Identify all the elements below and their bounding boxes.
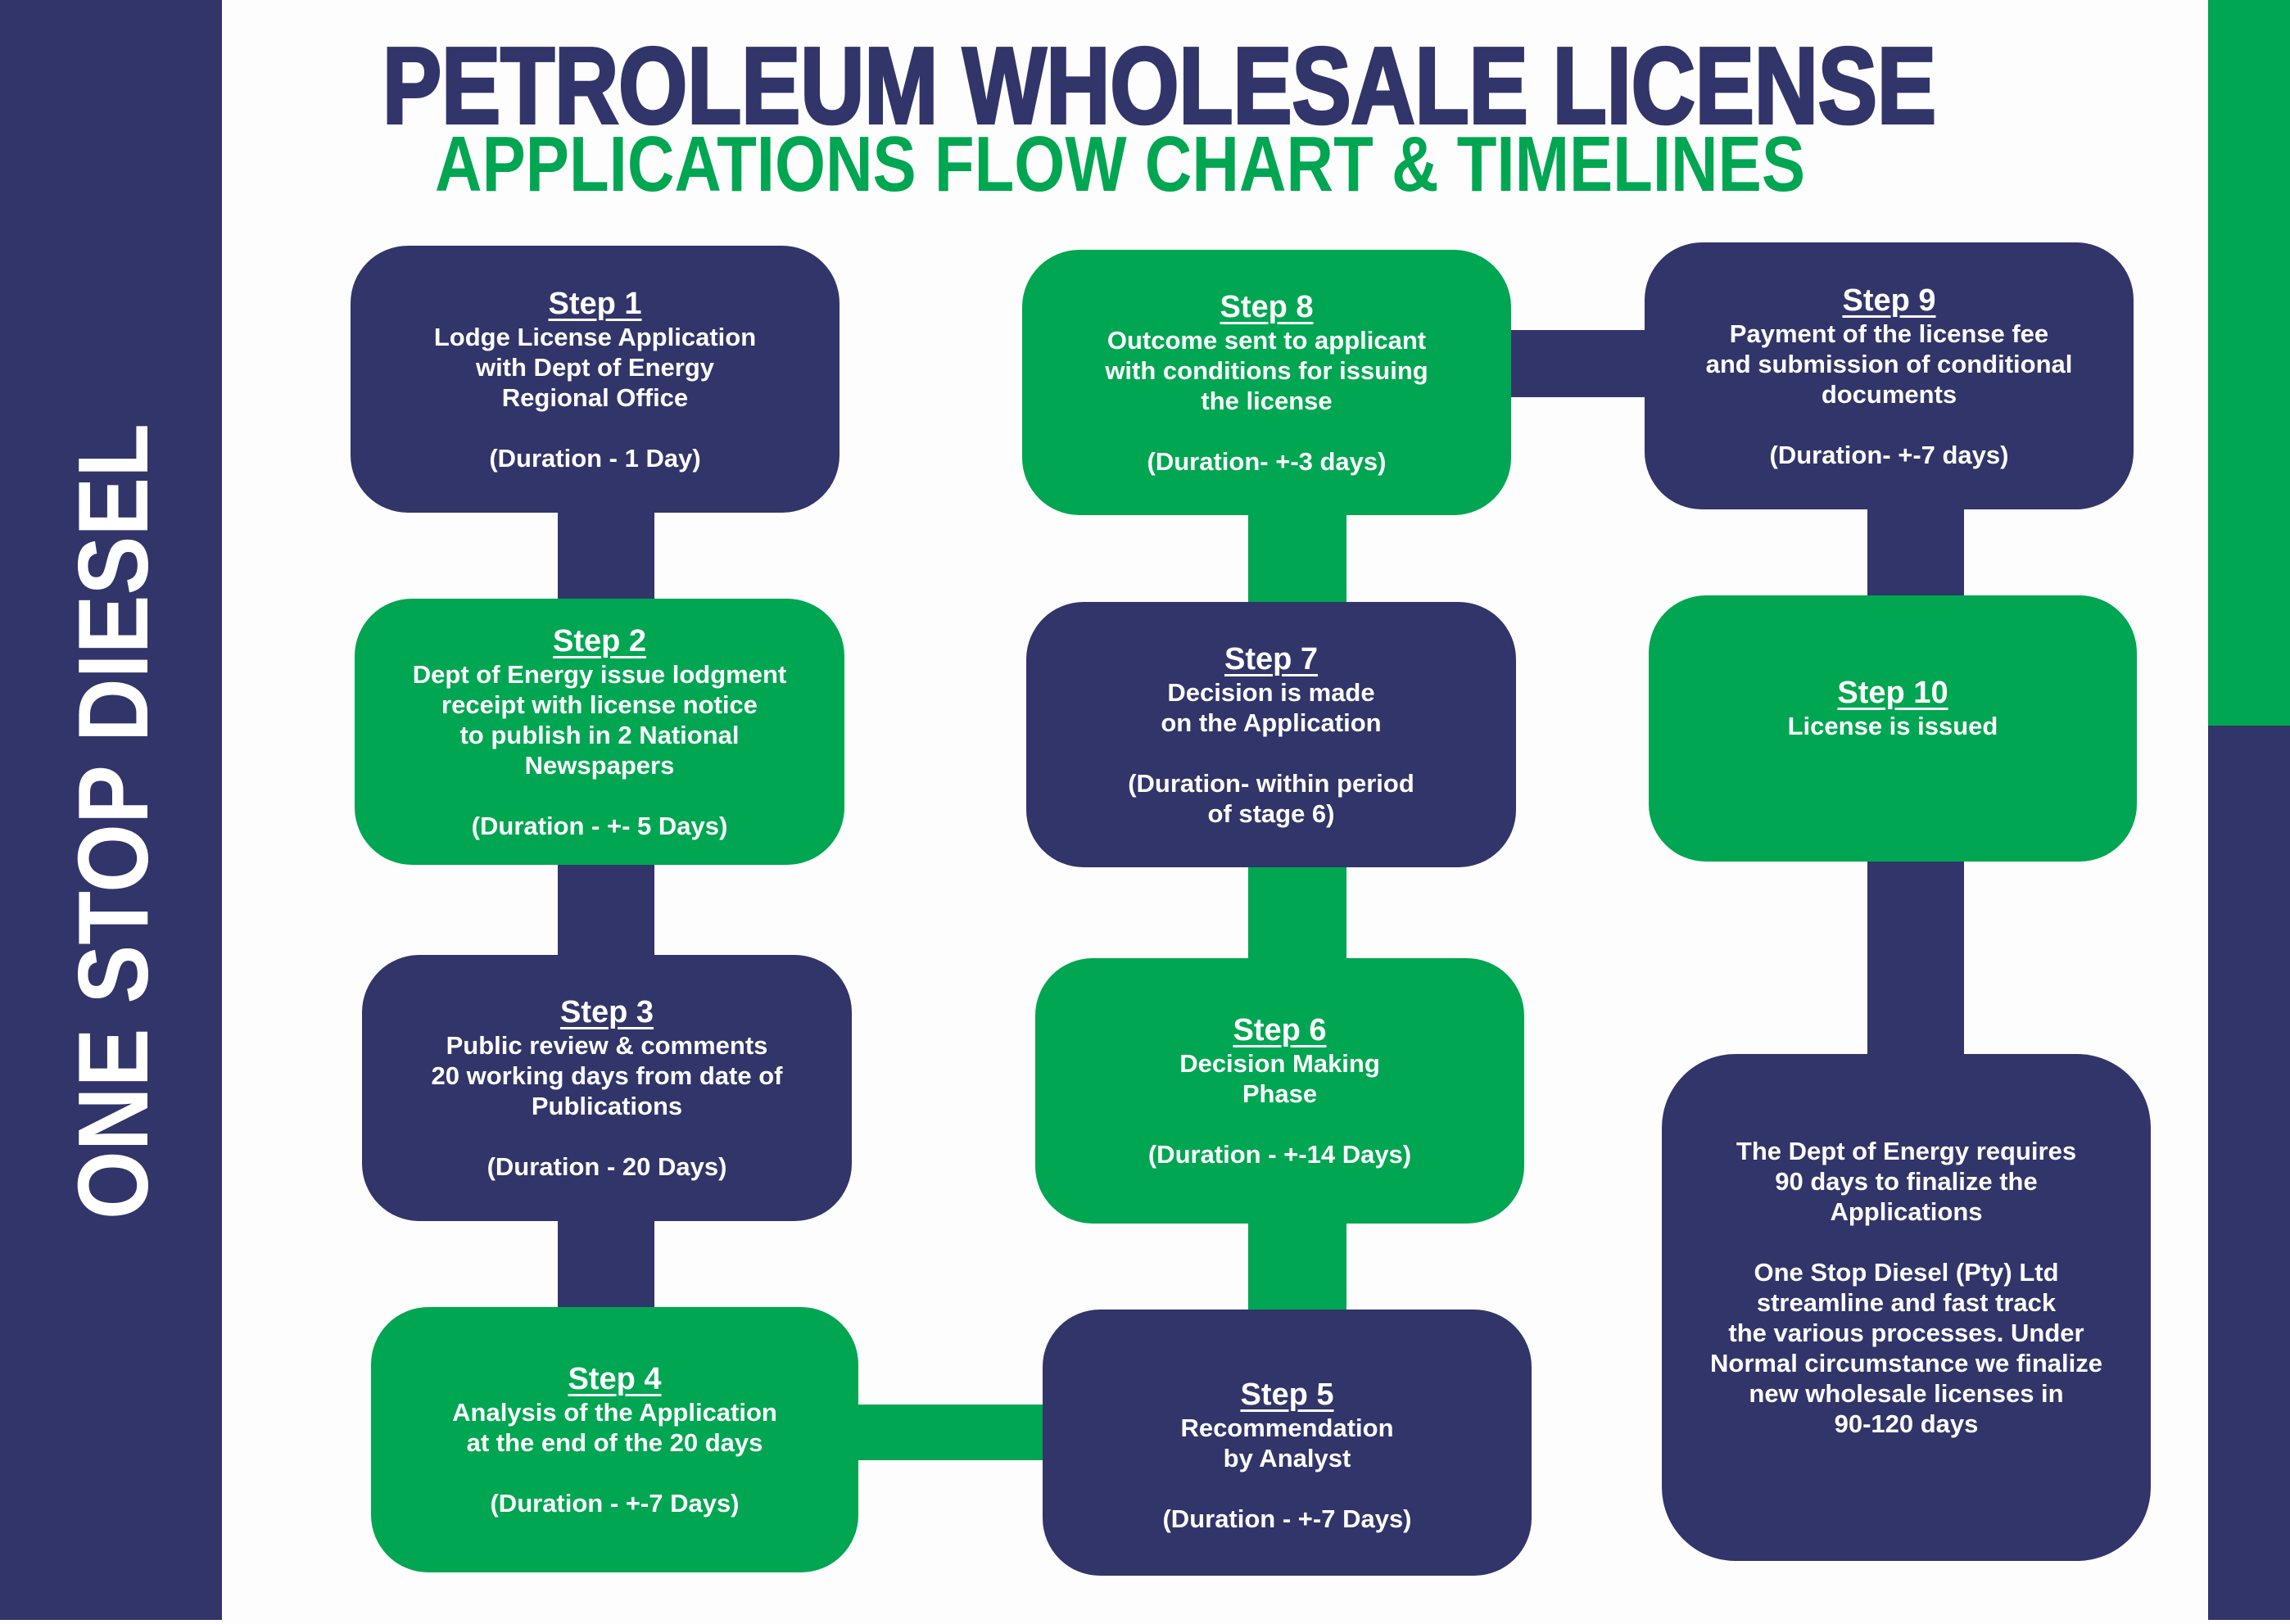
step-title: Step 8 bbox=[1220, 289, 1314, 324]
step-4-box: Step 4 Analysis of the Application at th… bbox=[371, 1307, 858, 1572]
step-title: Step 10 bbox=[1837, 676, 1948, 710]
step-duration: (Duration - 1 Day) bbox=[489, 443, 701, 473]
step-duration: (Duration - +- 5 Days) bbox=[471, 811, 728, 840]
left-sidebar: ONE STOP DIESEL bbox=[0, 0, 222, 1620]
connector-5-6 bbox=[1248, 1204, 1346, 1327]
step-duration: (Duration- within period of stage 6) bbox=[1128, 768, 1414, 828]
step-title: Step 4 bbox=[568, 1362, 662, 1396]
step-description: Decision is made on the Application bbox=[1161, 677, 1382, 737]
connector-6-7 bbox=[1248, 852, 1346, 975]
step-title: Step 9 bbox=[1842, 283, 1936, 318]
brand-vertical-text: ONE STOP DIESEL bbox=[57, 423, 169, 1219]
step-title: Step 6 bbox=[1233, 1013, 1327, 1047]
connector-8-9 bbox=[1491, 330, 1663, 397]
step-9-box: Step 9 Payment of the license fee and su… bbox=[1645, 242, 2134, 509]
step-description: Analysis of the Application at the end o… bbox=[452, 1398, 777, 1457]
info-paragraph-1: The Dept of Energy requires 90 days to f… bbox=[1736, 1136, 2077, 1226]
page-subtitle: APPLICATIONS FLOW CHART & TIMELINES bbox=[435, 120, 1805, 208]
step-description: Lodge License Application with Dept of E… bbox=[433, 322, 757, 412]
page-title: PETROLEUM WHOLESALE LICENSE bbox=[382, 25, 1936, 146]
step-title: Step 5 bbox=[1240, 1377, 1334, 1412]
step-description: Recommendation by Analyst bbox=[1180, 1413, 1394, 1472]
step-title: Step 1 bbox=[548, 286, 642, 321]
step-2-box: Step 2 Dept of Energy issue lodgment rec… bbox=[355, 599, 844, 865]
step-duration: (Duration- +-7 days) bbox=[1769, 440, 2009, 469]
connector-10-info bbox=[1867, 844, 1964, 1073]
step-5-box: Step 5 Recommendation by Analyst (Durati… bbox=[1043, 1310, 1532, 1576]
step-duration: (Duration - 20 Days) bbox=[487, 1152, 727, 1181]
step-6-box: Step 6 Decision Making Phase (Duration -… bbox=[1035, 958, 1524, 1224]
right-bar-green bbox=[2208, 0, 2290, 726]
right-bar-navy bbox=[2208, 726, 2290, 1620]
step-title: Step 3 bbox=[559, 995, 654, 1029]
step-description: Payment of the license fee and submissio… bbox=[1705, 319, 2073, 409]
connector-4-5 bbox=[835, 1405, 1065, 1460]
step-description: Decision Making Phase bbox=[1179, 1049, 1380, 1108]
connector-3-4 bbox=[558, 1204, 654, 1327]
step-duration: (Duration- +-3 days) bbox=[1147, 446, 1387, 476]
header: PETROLEUM WHOLESALE LICENSE APPLICATIONS… bbox=[381, 24, 1938, 208]
connector-9-10 bbox=[1867, 491, 1964, 614]
step-duration: (Duration - +-7 Days) bbox=[1162, 1504, 1412, 1533]
step-1-box: Step 1 Lodge License Application with De… bbox=[351, 246, 840, 513]
connector-2-3 bbox=[558, 844, 654, 975]
info-paragraph-2: One Stop Diesel (Pty) Ltd streamline and… bbox=[1710, 1257, 2102, 1438]
step-description: Public review & comments 20 working days… bbox=[431, 1031, 783, 1120]
step-7-box: Step 7 Decision is made on the Applicati… bbox=[1026, 602, 1516, 867]
step-duration: (Duration - +-14 Days) bbox=[1147, 1140, 1412, 1169]
step-duration: (Duration - +-7 Days) bbox=[490, 1489, 740, 1518]
step-description: Outcome sent to applicant with condition… bbox=[1105, 325, 1428, 415]
step-description: License is issued bbox=[1787, 712, 1998, 740]
step-8-box: Step 8 Outcome sent to applicant with co… bbox=[1022, 250, 1511, 515]
svg-text:ONE STOP DIESEL: ONE STOP DIESEL bbox=[57, 423, 169, 1219]
step-10-box: Step 10 License is issued bbox=[1649, 595, 2137, 862]
info-box: The Dept of Energy requires 90 days to f… bbox=[1662, 1054, 2151, 1561]
step-description: Dept of Energy issue lodgment receipt wi… bbox=[412, 659, 787, 780]
step-title: Step 2 bbox=[552, 623, 647, 658]
step-title: Step 7 bbox=[1224, 641, 1319, 676]
step-3-box: Step 3 Public review & comments 20 worki… bbox=[362, 955, 852, 1221]
